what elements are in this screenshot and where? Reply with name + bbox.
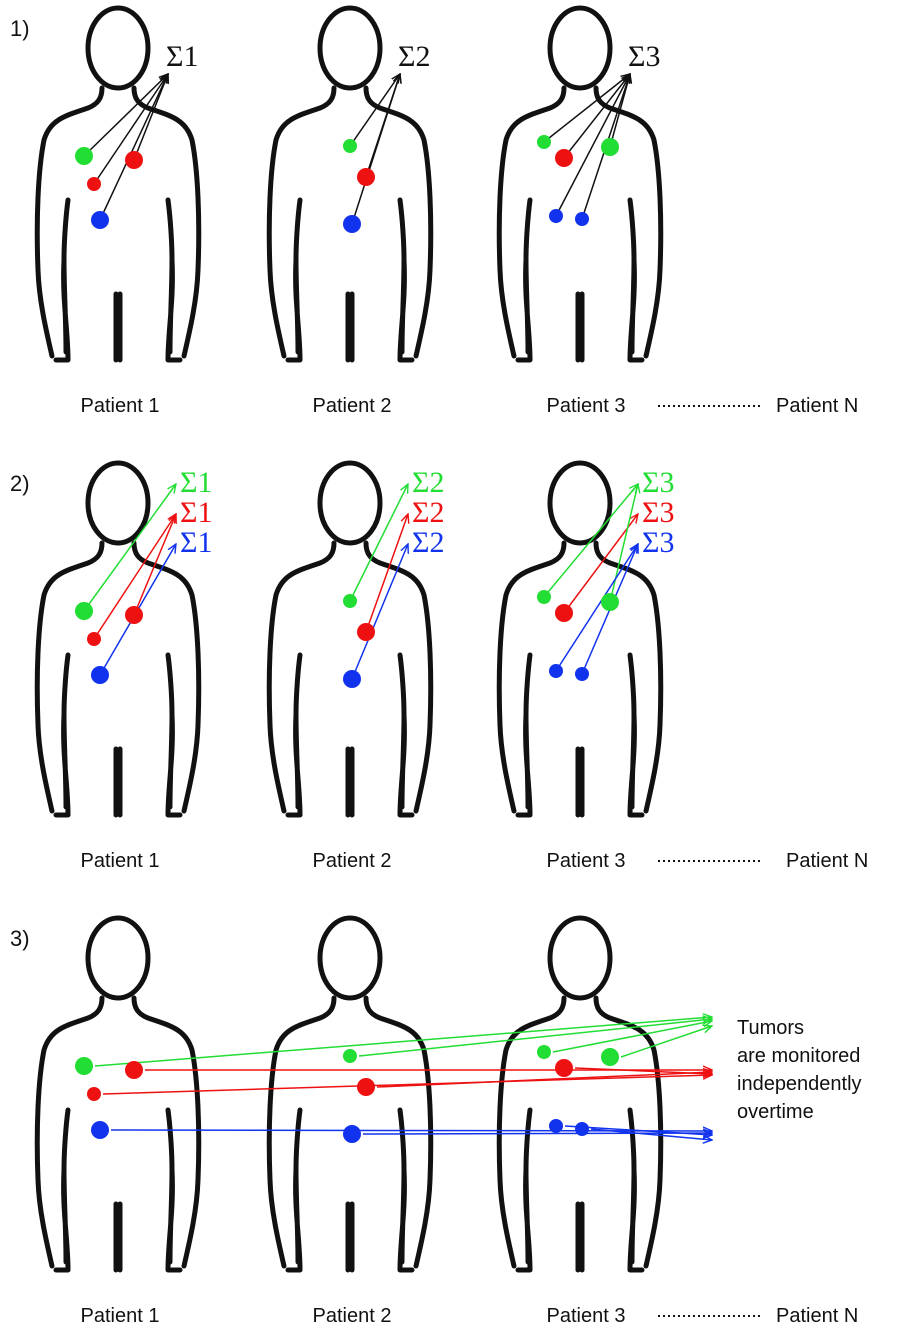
tumor-green-large xyxy=(75,147,93,165)
tumor-green-large xyxy=(601,1048,619,1066)
tumor-red-small xyxy=(87,632,101,646)
body-silhouette xyxy=(269,463,431,815)
tumor-green-small xyxy=(343,594,357,608)
monitoring-note-line: Tumors xyxy=(737,1017,804,1039)
tumor-green-small xyxy=(343,1049,357,1063)
tumor-red-large xyxy=(555,1059,573,1077)
head-outline xyxy=(550,918,610,998)
tumor-red-large xyxy=(555,604,573,622)
patient-1-label: Patient 1 xyxy=(81,850,160,872)
tumor-blue-small xyxy=(549,209,563,223)
head-outline xyxy=(320,8,380,88)
tumor-red-large xyxy=(357,1078,375,1096)
tumor-green-small xyxy=(343,139,357,153)
tumor-blue-small xyxy=(575,667,589,681)
head-outline xyxy=(550,8,610,88)
sigma-blue-label: Σ3 xyxy=(642,526,674,559)
body-silhouette xyxy=(499,918,661,1270)
tumor-blue-small xyxy=(575,212,589,226)
tumor-blue-large xyxy=(343,670,361,688)
tumor-green-large xyxy=(601,138,619,156)
arrow-red xyxy=(575,1068,712,1074)
leg-gap xyxy=(114,749,122,815)
head-outline xyxy=(88,463,148,543)
sigma-green-label: Σ3 xyxy=(642,466,674,499)
arrow-green xyxy=(621,1026,712,1057)
tumor-red-large xyxy=(125,606,143,624)
tumor-green-small xyxy=(537,135,551,149)
monitoring-note-line: are monitored xyxy=(737,1045,860,1067)
arrow-layer xyxy=(84,74,712,1140)
patient-1-label: Patient 1 xyxy=(81,1305,160,1324)
tumor-green-small xyxy=(537,590,551,604)
leg-gap xyxy=(346,294,354,360)
tumor-blue-large xyxy=(91,211,109,229)
label-layer: 1)Σ1Patient 1Σ2Patient 2Σ3Patient 3Patie… xyxy=(10,16,868,1324)
tumor-red-small xyxy=(87,1087,101,1101)
tumor-red-large xyxy=(125,151,143,169)
step-number: 1) xyxy=(10,16,30,41)
monitoring-note-line: independently xyxy=(737,1073,862,1095)
patient-n-label: Patient N xyxy=(786,850,868,872)
head-outline xyxy=(88,8,148,88)
head-outline xyxy=(550,463,610,543)
sigma-blue-label: Σ1 xyxy=(180,526,212,559)
sigma-red-label: Σ1 xyxy=(180,496,212,529)
head-outline xyxy=(320,918,380,998)
body-silhouette xyxy=(269,918,431,1270)
patient-n-label: Patient N xyxy=(776,1305,858,1324)
sigma-green-label: Σ2 xyxy=(412,466,444,499)
body-silhouettes xyxy=(37,8,661,1270)
tumor-blue-large xyxy=(91,666,109,684)
arrow-black xyxy=(556,74,630,216)
tumor-blue-small xyxy=(549,664,563,678)
tumor-green-large xyxy=(75,602,93,620)
patient-2-label: Patient 2 xyxy=(313,395,392,417)
step-number: 2) xyxy=(10,471,30,496)
sigma-total-label: Σ3 xyxy=(628,40,660,73)
tumor-red-large xyxy=(125,1061,143,1079)
head-outline xyxy=(88,918,148,998)
tumor-red-large xyxy=(555,149,573,167)
tumor-red-large xyxy=(357,168,375,186)
tumor-green-small xyxy=(537,1045,551,1059)
tumor-red-large xyxy=(357,623,375,641)
sigma-total-label: Σ2 xyxy=(398,40,430,73)
sigma-blue-label: Σ2 xyxy=(412,526,444,559)
sigma-total-label: Σ1 xyxy=(166,40,198,73)
arrow-black xyxy=(352,74,400,224)
patient-2-label: Patient 2 xyxy=(313,1305,392,1324)
leg-gap xyxy=(576,749,584,815)
leg-gap xyxy=(346,1204,354,1270)
patient-1-label: Patient 1 xyxy=(81,395,160,417)
leg-gap xyxy=(576,1204,584,1270)
tumor-red-small xyxy=(87,177,101,191)
step-number: 3) xyxy=(10,926,30,951)
tumor-blue-small xyxy=(575,1122,589,1136)
patient-2-label: Patient 2 xyxy=(313,850,392,872)
leg-gap xyxy=(346,749,354,815)
monitoring-note-line: overtime xyxy=(737,1101,814,1123)
tumor-blue-small xyxy=(549,1119,563,1133)
sigma-green-label: Σ1 xyxy=(180,466,212,499)
tumor-layer xyxy=(75,135,619,1143)
sigma-red-label: Σ3 xyxy=(642,496,674,529)
head-outline xyxy=(320,463,380,543)
leg-gap xyxy=(576,294,584,360)
tumor-blue-large xyxy=(343,1125,361,1143)
patient-n-label: Patient N xyxy=(776,395,858,417)
patient-3-label: Patient 3 xyxy=(547,1305,626,1324)
leg-gap xyxy=(114,1204,122,1270)
patient-3-label: Patient 3 xyxy=(547,850,626,872)
tumor-green-large xyxy=(75,1057,93,1075)
patient-3-label: Patient 3 xyxy=(547,395,626,417)
tumor-green-large xyxy=(601,593,619,611)
sigma-red-label: Σ2 xyxy=(412,496,444,529)
tumor-blue-large xyxy=(91,1121,109,1139)
tumor-blue-large xyxy=(343,215,361,233)
arrow-blue xyxy=(363,1133,712,1134)
leg-gap xyxy=(114,294,122,360)
